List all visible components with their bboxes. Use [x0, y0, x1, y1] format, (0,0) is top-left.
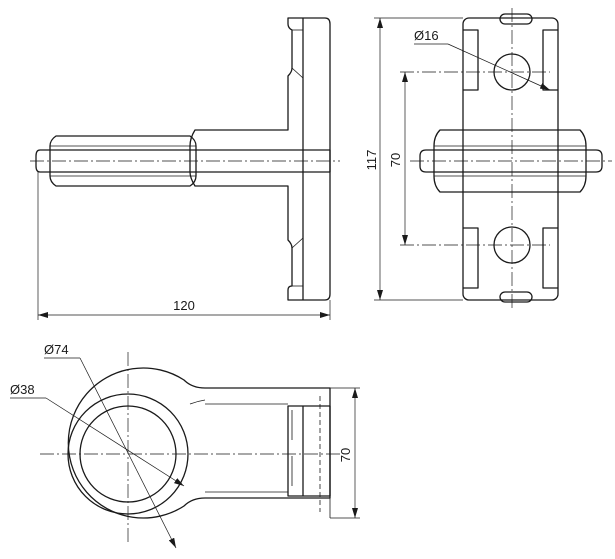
side-rib-tl — [463, 29, 479, 91]
side-boss-outline — [433, 129, 587, 193]
side-slot-top — [499, 13, 533, 25]
side-view: 117 70 Ø16 — [364, 8, 612, 308]
side-slot-bottom — [499, 291, 533, 303]
side-bore — [419, 149, 603, 173]
front-slot-line-top — [291, 67, 304, 79]
dim-o74-leader — [79, 357, 177, 549]
front-boss-outline — [49, 135, 197, 187]
side-plate-outline — [462, 17, 559, 301]
top-view: 70 Ø74 Ø38 — [10, 342, 360, 549]
side-rib-br — [542, 227, 558, 289]
dim-o38-leader — [45, 397, 185, 487]
dim-o16-leader — [447, 43, 551, 91]
side-rib-bl — [463, 227, 479, 289]
top-arm-fillet — [189, 399, 206, 405]
dim-70-side-label: 70 — [388, 153, 403, 167]
top-plate — [287, 405, 331, 497]
dim-117-label: 117 — [364, 150, 379, 171]
front-bore — [35, 149, 331, 173]
dim-70-top-label: 70 — [338, 448, 353, 462]
front-slot-line-bottom — [291, 237, 304, 249]
dim-o38-label: Ø38 — [10, 382, 35, 397]
dim-120-label: 120 — [173, 298, 195, 313]
front-plate-outline — [189, 17, 331, 301]
dim-o74-label: Ø74 — [44, 342, 69, 357]
side-rib-tr — [542, 29, 558, 91]
dim-o16-label: Ø16 — [414, 28, 439, 43]
front-view: 120 — [30, 17, 340, 320]
